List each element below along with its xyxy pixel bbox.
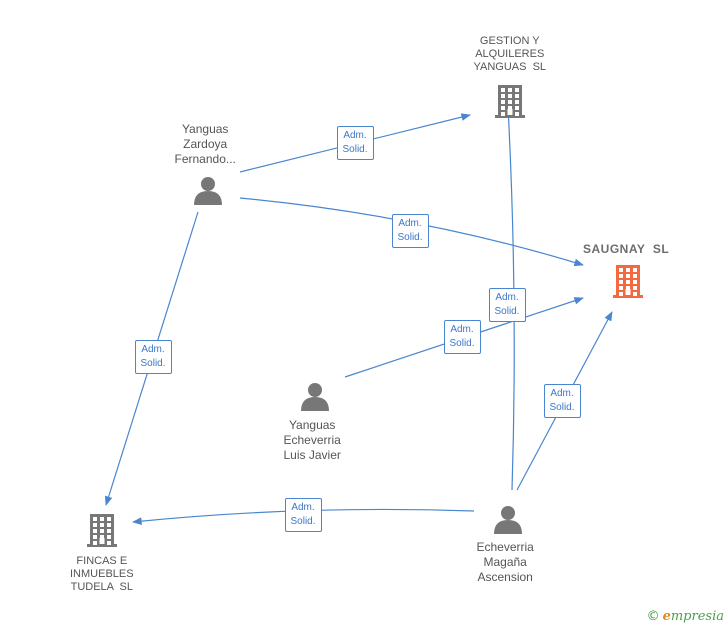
- node-label-fincas[interactable]: FINCAS E INMUEBLES TUDELA SL: [70, 555, 134, 593]
- node-label-fernando[interactable]: Yanguas Zardoya Fernando...: [174, 122, 236, 166]
- edge-label-luis-to-saugnay: Adm. Solid.: [443, 320, 481, 354]
- node-label-ascension[interactable]: Echeverria Magaña Ascension: [476, 540, 534, 584]
- edge-label-ascension-to-fincas: Adm. Solid.: [284, 498, 322, 532]
- edge-label-ascension-to-saugnay: Adm. Solid.: [543, 384, 581, 418]
- person-icon: [494, 506, 522, 534]
- person-icon: [301, 383, 329, 411]
- brand-initial: e: [662, 609, 671, 624]
- edge-label-fernando-to-gestion: Adm. Solid.: [336, 126, 374, 160]
- building-icon: [495, 85, 525, 118]
- building-icon: [87, 514, 117, 547]
- node-label-luis[interactable]: Yanguas Echeverria Luis Javier: [283, 418, 341, 462]
- copyright-symbol: ©: [646, 609, 660, 624]
- building-icon: [613, 265, 643, 298]
- empresia-watermark: ©empresia: [647, 609, 724, 624]
- brand-name: mpresia: [670, 609, 724, 624]
- node-label-gestion[interactable]: GESTION Y ALQUILERES YANGUAS SL: [473, 35, 547, 73]
- edge-label-fernando-to-saugnay: Adm. Solid.: [391, 214, 429, 248]
- person-icon: [194, 177, 222, 205]
- edge-label-ascension-to-gestion: Adm. Solid.: [488, 288, 526, 322]
- edge-label-fernando-to-fincas: Adm. Solid.: [134, 340, 172, 374]
- node-label-saugnay[interactable]: SAUGNAY SL: [583, 242, 670, 256]
